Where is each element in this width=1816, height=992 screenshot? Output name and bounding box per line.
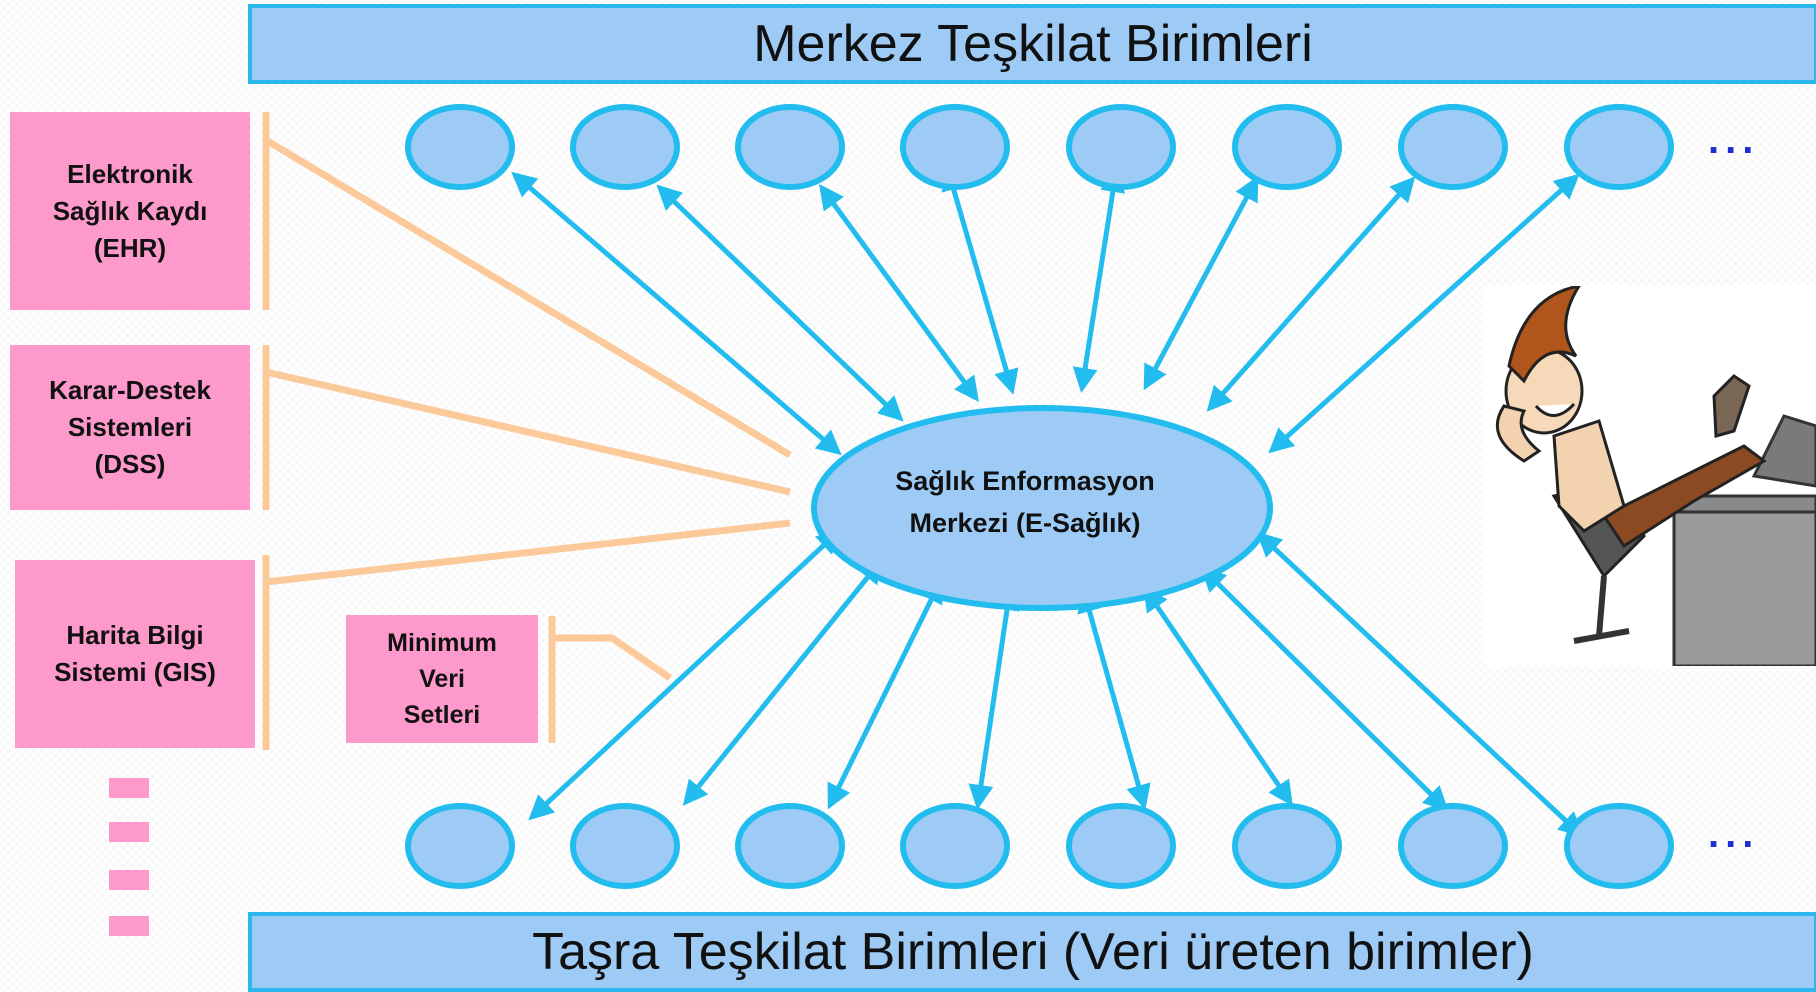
ehr-line-3: (EHR) bbox=[93, 232, 167, 263]
top-node-7 bbox=[1398, 104, 1508, 190]
top-node-4 bbox=[900, 104, 1010, 190]
arrow-top-8 bbox=[1268, 173, 1580, 454]
relaxing-man-at-desk-illustration bbox=[1484, 286, 1816, 666]
gis-connector bbox=[265, 519, 791, 586]
arrow-bottom-7 bbox=[1200, 566, 1449, 812]
ehr-box: Elektronik Sağlık Kaydı (EHR) bbox=[10, 112, 250, 310]
bottom-node-5 bbox=[1066, 803, 1176, 889]
central-hub-label: Sağlık Enformasyon Merkezi (E-Sağlık) bbox=[850, 460, 1200, 544]
bottom-ellipsis: ... bbox=[1708, 812, 1760, 856]
top-node-5 bbox=[1066, 104, 1176, 190]
vertical-ellipsis-square-2 bbox=[109, 822, 149, 842]
arrow-top-6 bbox=[1143, 175, 1259, 391]
bottom-node-1 bbox=[405, 803, 515, 889]
arrow-bottom-8 bbox=[1256, 531, 1584, 838]
dss-box: Karar-Destek Sistemleri (DSS) bbox=[10, 345, 250, 510]
bottom-node-8 bbox=[1564, 803, 1674, 889]
mvs-line-3: Setleri bbox=[403, 701, 481, 729]
top-banner-label: Merkez Teşkilat Birimleri bbox=[753, 15, 1313, 73]
top-node-6 bbox=[1232, 104, 1342, 190]
dss-line-3: (DSS) bbox=[94, 449, 166, 479]
dss-line-2: Sistemleri bbox=[67, 412, 193, 442]
mvs-line-1: Minimum bbox=[387, 629, 497, 657]
vertical-ellipsis-square-1 bbox=[109, 778, 149, 798]
central-hub bbox=[811, 405, 1273, 611]
bottom-node-2 bbox=[570, 803, 680, 889]
central-hub-line-2: Merkezi (E-Sağlık) bbox=[909, 508, 1141, 538]
mvs-connector bbox=[552, 634, 672, 681]
gis-box: Harita Bilgi Sistemi (GIS) bbox=[15, 560, 255, 748]
gis-line-1: Harita Bilgi bbox=[66, 620, 204, 650]
central-hub-line-1: Sağlık Enformasyon bbox=[895, 466, 1155, 496]
bottom-node-6 bbox=[1232, 803, 1342, 889]
arrow-bottom-6 bbox=[1143, 585, 1293, 807]
ehr-line-2: Sağlık Kaydı bbox=[52, 195, 208, 226]
bottom-node-4 bbox=[900, 803, 1010, 889]
dss-line-1: Karar-Destek bbox=[49, 375, 211, 405]
mvs-line-2: Veri bbox=[419, 665, 465, 693]
ehr-line-1: Elektronik bbox=[67, 158, 193, 189]
bottom-banner-label: Taşra Teşkilat Birimleri (Veri üreten bi… bbox=[532, 923, 1534, 981]
minimum-data-sets-box: Minimum Veri Setleri bbox=[346, 615, 538, 743]
top-node-2 bbox=[570, 104, 680, 190]
bottom-node-3 bbox=[735, 803, 845, 889]
arrow-top-2 bbox=[656, 184, 904, 422]
arrow-top-5 bbox=[1072, 167, 1126, 393]
top-node-3 bbox=[735, 104, 845, 190]
arrow-bottom-4 bbox=[968, 585, 1020, 810]
bottom-node-7 bbox=[1398, 803, 1508, 889]
top-banner: Merkez Teşkilat Birimleri bbox=[248, 4, 1816, 84]
top-node-8 bbox=[1564, 104, 1674, 190]
dss-connector bbox=[265, 368, 791, 496]
top-node-1 bbox=[405, 104, 515, 190]
arrow-top-4 bbox=[941, 165, 1019, 395]
vertical-ellipsis-square-3 bbox=[109, 870, 149, 890]
gis-line-2: Sistemi (GIS) bbox=[54, 657, 216, 687]
arrow-bottom-3 bbox=[827, 577, 943, 810]
top-ellipsis: ... bbox=[1708, 118, 1760, 162]
arrow-bottom-5 bbox=[1077, 587, 1151, 810]
vertical-ellipsis-square-4 bbox=[109, 916, 149, 936]
